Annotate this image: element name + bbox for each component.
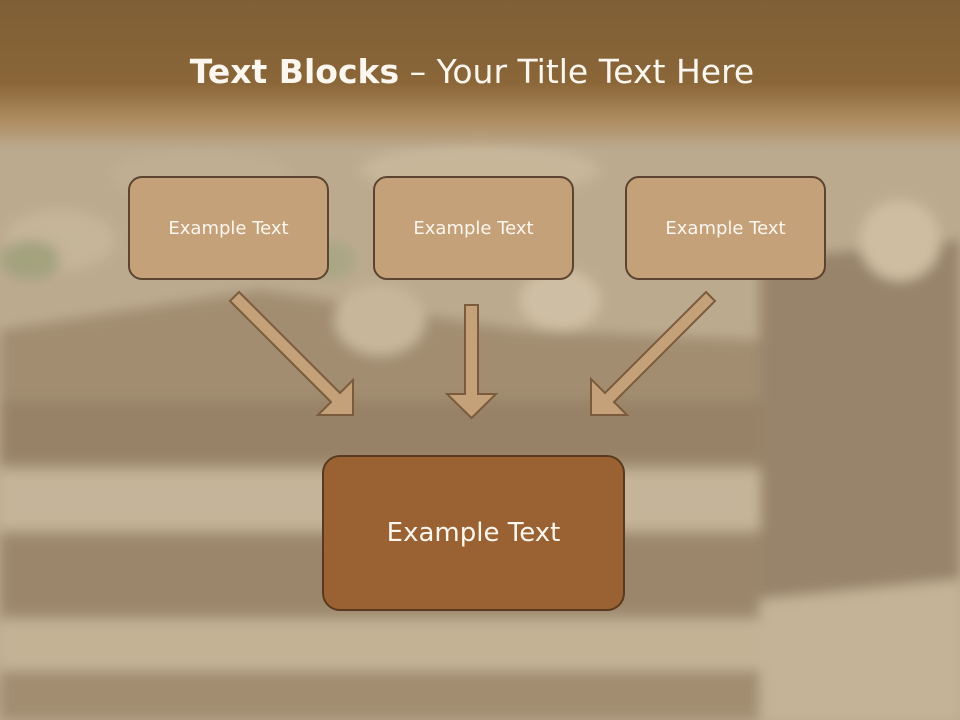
title-banner bbox=[0, 0, 960, 150]
text-block-2[interactable]: Example Text bbox=[373, 176, 574, 280]
title-rest-part: Your Title Text Here bbox=[436, 52, 755, 91]
title-bold-part: Text Blocks bbox=[189, 52, 400, 91]
main-text-block-label: Example Text bbox=[386, 518, 561, 548]
slide-title: Text Blocks – Your Title Text Here bbox=[0, 52, 944, 91]
text-block-3[interactable]: Example Text bbox=[625, 176, 826, 280]
arrow-down-icon bbox=[444, 304, 499, 420]
main-text-block[interactable]: Example Text bbox=[322, 455, 625, 611]
arrow-down-left-icon bbox=[590, 290, 717, 416]
text-block-1[interactable]: Example Text bbox=[128, 176, 329, 280]
text-block-1-label: Example Text bbox=[168, 217, 289, 239]
text-block-3-label: Example Text bbox=[665, 217, 786, 239]
text-block-2-label: Example Text bbox=[413, 217, 534, 239]
arrow-down-right-icon bbox=[228, 290, 354, 416]
title-dash: – bbox=[399, 52, 437, 91]
